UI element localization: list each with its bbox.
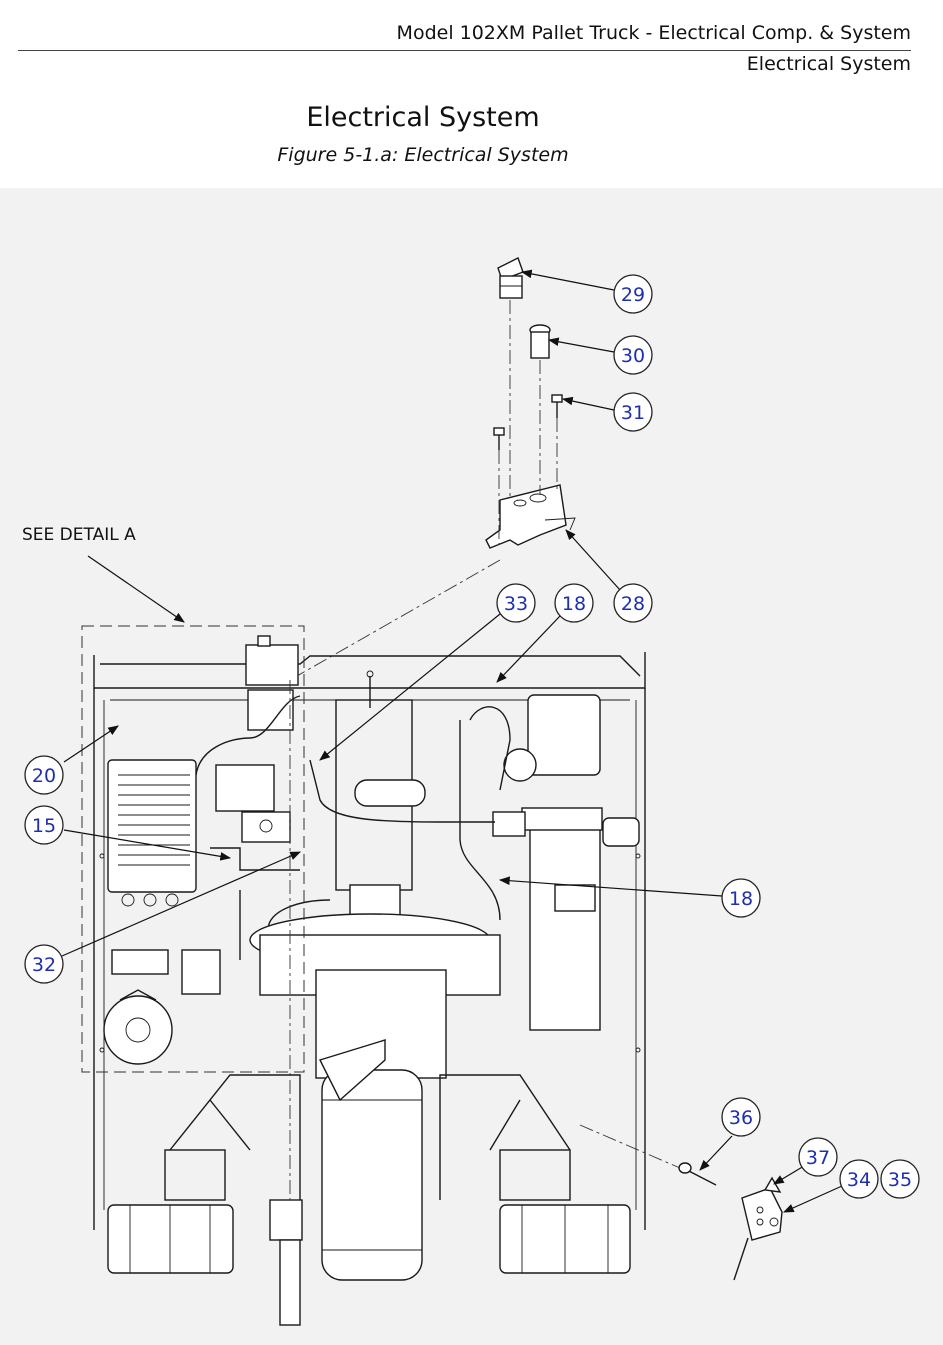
wiring-harness bbox=[195, 695, 511, 960]
contactor-assembly bbox=[181, 635, 299, 995]
svg-text:31: 31 bbox=[621, 402, 645, 424]
svg-text:36: 36 bbox=[729, 1107, 753, 1129]
steering-column bbox=[269, 680, 303, 1326]
svg-text:35: 35 bbox=[888, 1169, 912, 1191]
callout-33: 33 bbox=[496, 583, 536, 623]
svg-text:15: 15 bbox=[32, 815, 56, 837]
svg-text:33: 33 bbox=[504, 593, 528, 615]
header-section-title: Electrical System bbox=[746, 53, 911, 75]
screw-part-2 bbox=[493, 427, 505, 450]
callout-leaders bbox=[61, 269, 843, 1213]
motor-controller bbox=[107, 759, 197, 907]
svg-text:34: 34 bbox=[847, 1169, 871, 1191]
callout-32: 32 bbox=[24, 944, 64, 984]
electrical-system-diagram: SEE DETAIL A 29 30 31 28 33 18 20 15 18 … bbox=[22, 257, 920, 1326]
screw-part bbox=[551, 394, 563, 418]
callout-30: 30 bbox=[613, 335, 653, 375]
hydraulic-unit bbox=[492, 694, 640, 1031]
detail-a-box bbox=[81, 625, 305, 1073]
truck-chassis bbox=[93, 652, 646, 1230]
limit-switch-part bbox=[678, 1162, 783, 1281]
callout-28: 28 bbox=[613, 583, 653, 623]
svg-text:37: 37 bbox=[806, 1147, 830, 1169]
header-model-title: Model 102XM Pallet Truck - Electrical Co… bbox=[396, 22, 911, 44]
caster-wheels bbox=[107, 1204, 631, 1274]
callout-37: 37 bbox=[798, 1137, 838, 1177]
rocker-switch-part bbox=[497, 257, 524, 299]
callout-36: 36 bbox=[721, 1097, 761, 1137]
callout-20: 20 bbox=[24, 755, 64, 795]
svg-text:20: 20 bbox=[32, 765, 56, 787]
svg-text:18: 18 bbox=[562, 593, 586, 615]
svg-text:32: 32 bbox=[32, 954, 56, 976]
header-divider bbox=[18, 50, 911, 51]
see-detail-label: SEE DETAIL A bbox=[22, 525, 136, 545]
callout-31: 31 bbox=[613, 392, 653, 432]
horn bbox=[103, 949, 173, 1065]
diagram-area: SEE DETAIL A 29 30 31 28 33 18 20 15 18 … bbox=[0, 188, 943, 1345]
callout-18-right: 18 bbox=[721, 878, 761, 918]
callout-15: 15 bbox=[24, 805, 64, 845]
center-frame bbox=[335, 670, 426, 916]
svg-text:30: 30 bbox=[621, 345, 645, 367]
callout-34: 34 bbox=[839, 1159, 879, 1199]
callout-18-top: 18 bbox=[554, 583, 594, 623]
callout-35: 35 bbox=[880, 1159, 920, 1199]
switch-bracket-part bbox=[485, 484, 576, 549]
svg-text:18: 18 bbox=[729, 888, 753, 910]
callout-29: 29 bbox=[613, 274, 653, 314]
page-title: Electrical System bbox=[306, 102, 540, 133]
base-frame bbox=[164, 1074, 571, 1201]
svg-text:29: 29 bbox=[621, 284, 645, 306]
drive-unit bbox=[249, 913, 501, 1281]
detail-leader bbox=[87, 555, 185, 623]
indicator-light-part bbox=[529, 324, 551, 359]
svg-text:28: 28 bbox=[621, 593, 645, 615]
figure-caption: Figure 5-1.a: Electrical System bbox=[277, 144, 569, 166]
